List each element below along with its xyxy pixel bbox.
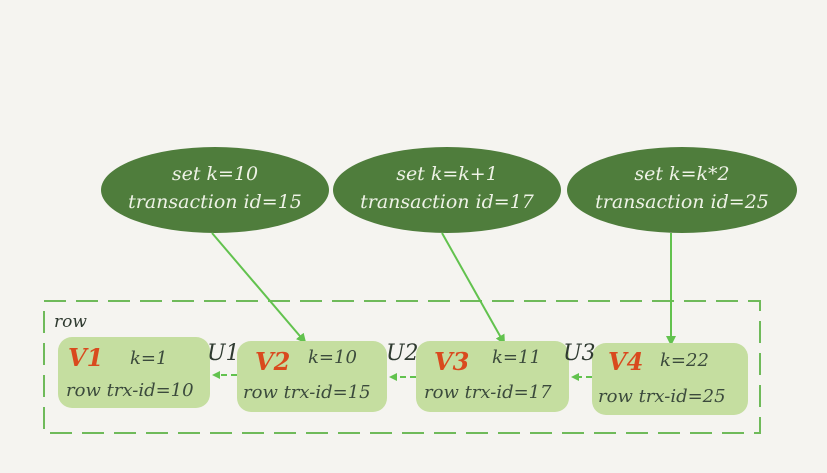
version-label-v4: V4	[608, 347, 643, 376]
row-container	[43, 300, 761, 434]
version-label-v1: V1	[68, 343, 103, 372]
version-label-v2: V2	[255, 347, 290, 376]
oval-2-transaction-id: transaction id=17	[360, 191, 535, 213]
version-trx-v1: row trx-id=10	[66, 380, 194, 401]
transaction-oval-3: set k=k*2 transaction id=25	[567, 147, 797, 233]
version-trx-v3: row trx-id=17	[424, 382, 552, 403]
undo-label-u2: U2	[386, 341, 419, 366]
version-label-v3: V3	[434, 347, 469, 376]
version-k-v3: k=11	[492, 347, 541, 368]
version-box-v1: V1 k=1 row trx-id=10	[58, 337, 210, 408]
version-k-v1: k=1	[130, 348, 167, 369]
transaction-oval-2: set k=k+1 transaction id=17	[333, 147, 561, 233]
oval-3-statement: set k=k*2	[634, 163, 729, 185]
oval-1-transaction-id: transaction id=15	[128, 191, 302, 213]
version-box-v2: V2 k=10 row trx-id=15	[237, 341, 387, 412]
oval-3-transaction-id: transaction id=25	[595, 191, 769, 213]
oval-1-statement: set k=10	[172, 163, 258, 185]
arrow-oval2-to-v3	[441, 232, 505, 345]
undo-label-u3: U3	[563, 341, 596, 366]
version-box-v3: V3 k=11 row trx-id=17	[416, 341, 569, 412]
undo-label-u1: U1	[207, 341, 240, 366]
version-trx-v4: row trx-id=25	[598, 386, 726, 407]
version-trx-v2: row trx-id=15	[243, 382, 371, 403]
version-k-v4: k=22	[660, 350, 709, 371]
oval-2-statement: set k=k+1	[396, 163, 498, 185]
version-k-v2: k=10	[308, 347, 357, 368]
row-label: row	[54, 312, 87, 332]
transaction-oval-1: set k=10 transaction id=15	[101, 147, 329, 233]
arrow-oval1-to-v2	[211, 232, 307, 344]
version-box-v4: V4 k=22 row trx-id=25	[592, 343, 748, 415]
